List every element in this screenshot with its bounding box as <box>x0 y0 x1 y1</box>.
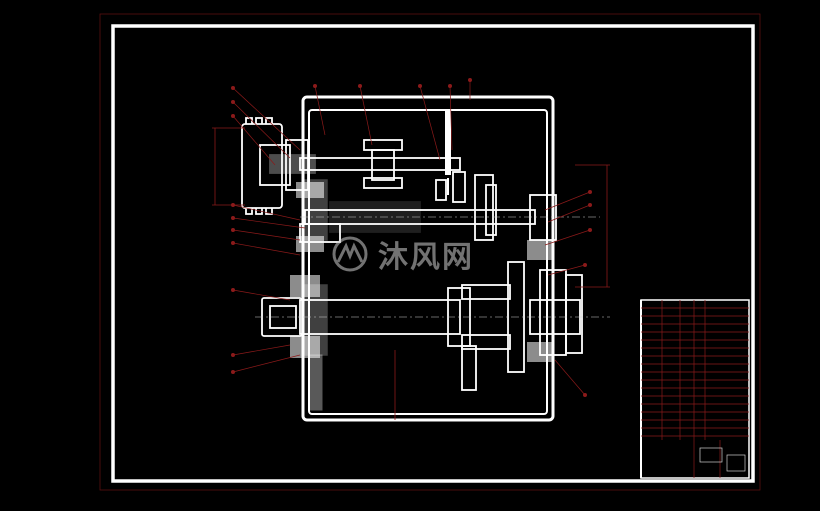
leader-line <box>314 85 326 136</box>
part-balloon <box>231 216 235 220</box>
part-balloon <box>583 263 587 267</box>
bearings <box>290 182 552 362</box>
part-balloon <box>231 114 235 118</box>
part-balloon <box>231 203 235 207</box>
leader-line <box>554 359 586 396</box>
drawing-frame <box>111 24 755 483</box>
pulley <box>241 117 316 215</box>
leader-line <box>232 229 301 241</box>
leader-line <box>232 289 291 301</box>
leader-line <box>232 87 301 151</box>
part-balloon <box>231 353 235 357</box>
part-balloon <box>418 84 422 88</box>
input-shaft <box>299 139 466 203</box>
leader-line <box>544 191 591 211</box>
leader-line <box>449 85 453 151</box>
leader-line <box>232 242 301 256</box>
middle-shaft <box>299 174 600 243</box>
leader-line <box>419 85 441 161</box>
leader-line <box>547 264 586 276</box>
part-balloon <box>358 84 362 88</box>
part-balloon <box>231 241 235 245</box>
leader-line <box>544 229 591 246</box>
part-balloon <box>231 86 235 90</box>
part-balloon <box>588 203 592 207</box>
leader-line <box>359 85 373 146</box>
part-balloon <box>588 190 592 194</box>
part-balloon <box>313 84 317 88</box>
mf-logo-icon <box>332 236 368 272</box>
watermark-text: 沐风网 <box>378 240 474 275</box>
leader-line <box>232 115 276 166</box>
leader-line <box>232 101 291 159</box>
part-balloons <box>231 78 592 397</box>
leader-lines <box>232 80 591 396</box>
leader-line <box>232 217 306 229</box>
part-balloon <box>588 228 592 232</box>
watermark: 沐风网 <box>330 232 474 276</box>
part-balloon <box>231 100 235 104</box>
leader-line <box>232 204 301 221</box>
part-balloon <box>448 84 452 88</box>
leader-line <box>547 204 591 223</box>
output-shaft <box>255 261 610 391</box>
sheet-border <box>99 13 761 491</box>
dimension-lines <box>212 127 610 420</box>
part-balloon <box>468 78 472 82</box>
title-block-table <box>640 299 750 479</box>
part-balloon <box>231 370 235 374</box>
leader-line <box>232 354 301 373</box>
part-balloon <box>231 288 235 292</box>
part-balloon <box>231 228 235 232</box>
leader-line <box>232 344 291 356</box>
part-balloon <box>583 393 587 397</box>
